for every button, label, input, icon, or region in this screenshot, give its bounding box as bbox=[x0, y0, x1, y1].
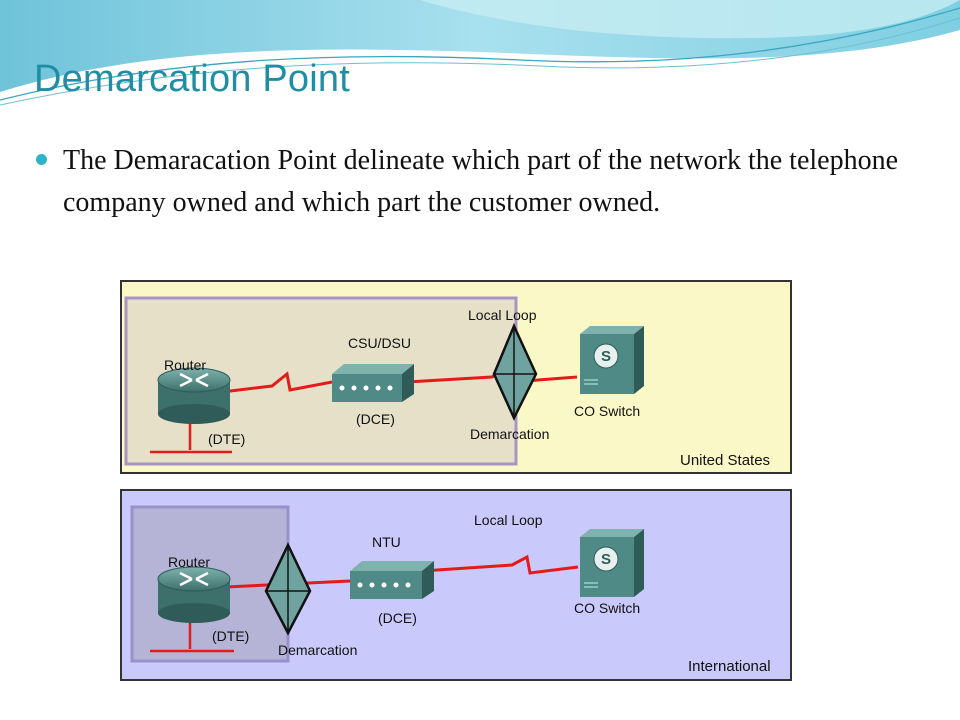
router-label: Router bbox=[164, 357, 206, 373]
us-diagram-canvas: S Router (DTE) CSU/DSU (DCE) Local Loop … bbox=[124, 296, 770, 469]
device-role-label: (DCE) bbox=[378, 610, 417, 626]
demarcation-label: Demarcation bbox=[470, 426, 549, 442]
demarcation-marker-icon bbox=[264, 542, 312, 636]
slide-title: Demarcation Point bbox=[34, 58, 350, 100]
diagram-international: S Router (DTE) NTU (DCE) Local Loop Dema… bbox=[120, 489, 792, 681]
co-switch-icon: S bbox=[580, 529, 644, 597]
demarcation-label: Demarcation bbox=[278, 642, 357, 658]
co-switch-icon: S bbox=[580, 326, 644, 394]
local-loop-label: Local Loop bbox=[474, 512, 543, 528]
serial-link bbox=[221, 371, 333, 394]
csu-dsu-device-icon bbox=[332, 364, 414, 402]
router-icon bbox=[157, 566, 231, 623]
router-role-label: (DTE) bbox=[208, 431, 245, 447]
switch-icon-letter: S bbox=[601, 348, 611, 365]
bullet-marker bbox=[36, 154, 47, 165]
co-switch-label: CO Switch bbox=[574, 403, 640, 419]
device-label: NTU bbox=[372, 534, 401, 550]
intl-diagram-canvas: S Router (DTE) NTU (DCE) Local Loop Dema… bbox=[130, 505, 771, 675]
router-label: Router bbox=[168, 554, 210, 570]
local-loop-label: Local Loop bbox=[468, 307, 537, 323]
diagram-united-states: S Router (DTE) CSU/DSU (DCE) Local Loop … bbox=[120, 280, 792, 474]
local-loop-link bbox=[421, 554, 579, 575]
device-label: CSU/DSU bbox=[348, 335, 411, 351]
header-wave-banner bbox=[0, 0, 960, 106]
ntu-device-icon bbox=[350, 561, 434, 599]
device-role-label: (DCE) bbox=[356, 411, 395, 427]
region-label: International bbox=[688, 658, 771, 675]
bullet-text: The Demaracation Point delineate which p… bbox=[63, 145, 899, 218]
demarcation-marker-icon bbox=[492, 322, 538, 421]
router-role-label: (DTE) bbox=[212, 628, 249, 644]
router-icon bbox=[157, 367, 231, 424]
switch-icon-letter: S bbox=[601, 551, 611, 568]
region-label: United States bbox=[680, 452, 770, 469]
co-switch-label: CO Switch bbox=[574, 600, 640, 616]
